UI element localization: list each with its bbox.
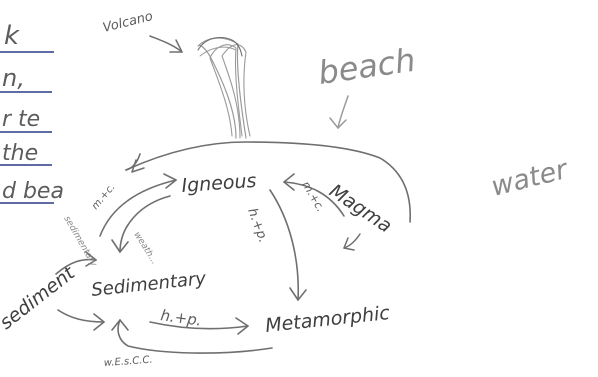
arrow-label-wescc: w.E.s.C.C. (103, 355, 153, 369)
arrow-label-hp-vertical: h.+p. (244, 206, 270, 245)
volcano-drawing (198, 38, 250, 139)
arrow-label-mc-left: m.+c. (90, 182, 118, 212)
margin-note-1: k (4, 21, 20, 51)
arrow-magma-down (344, 234, 360, 250)
margin-note-2: n, (2, 64, 25, 92)
margin-note-5: d bea (2, 179, 64, 204)
igneous-label: Igneous (181, 170, 257, 197)
arrow-sedimentary-to-igneous (100, 174, 176, 236)
water-label: water (488, 154, 572, 203)
arrow-label-hp-bottom: h.+p. (159, 306, 202, 330)
volcano-label: Volcano (101, 9, 154, 36)
arrow-sediment-lower (58, 310, 104, 330)
arrow-igneous-to-metamorphic (270, 190, 306, 300)
magma-label: Magma (325, 180, 396, 238)
margin-note-4: the (2, 141, 38, 166)
arrow-label-mc-right: m.+c. (299, 179, 327, 214)
margin-notes: k n, r te the d bea (0, 21, 64, 204)
margin-note-3: r te (2, 107, 40, 132)
beach-label: beach (316, 41, 418, 92)
arrow-label-weathering-small: weath... (131, 230, 159, 266)
sediment-label: sediment (0, 261, 80, 334)
ground-arrowhead (132, 160, 144, 172)
volcano-pointer-arrow (150, 36, 182, 52)
metamorphic-label: Metamorphic (264, 302, 391, 337)
beach-arrow (330, 96, 348, 128)
sedimentary-label: Sedimentary (90, 268, 207, 301)
